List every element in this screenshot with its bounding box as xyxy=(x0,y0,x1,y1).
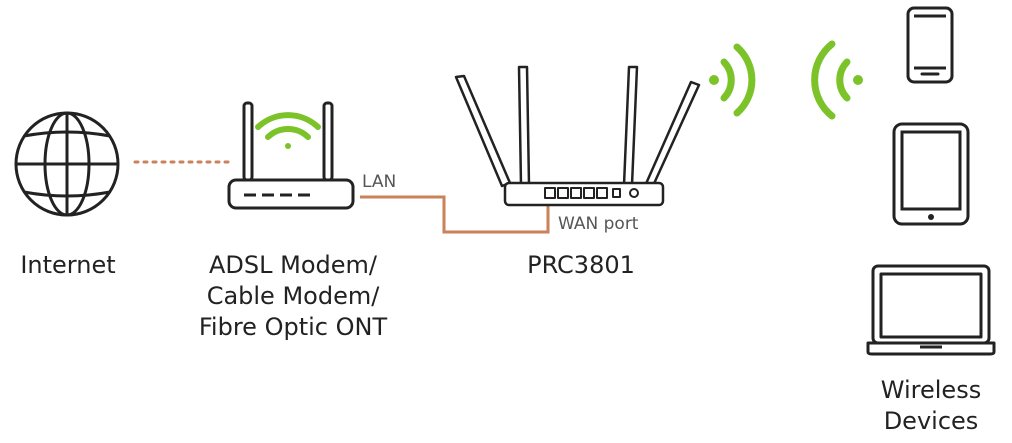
phone-icon xyxy=(906,6,954,84)
modem-label-line3: Fibre Optic ONT xyxy=(199,313,388,341)
modem-label-line1: ADSL Modem/ xyxy=(209,251,378,279)
lan-cable xyxy=(360,195,550,234)
lan-label: LAN xyxy=(362,172,396,192)
wifi-signal-icon xyxy=(811,40,863,120)
wireless-devices-label-line2: Devices xyxy=(884,407,979,435)
laptop-icon xyxy=(866,264,996,356)
internet-label: Internet xyxy=(20,251,115,279)
router-icon xyxy=(454,65,701,207)
modem-icon xyxy=(227,101,355,210)
wifi-signal-icon xyxy=(709,43,756,117)
globe-icon xyxy=(14,111,120,217)
wireless-devices-label-line1: Wireless xyxy=(881,376,981,404)
router-label: PRC3801 xyxy=(527,251,635,279)
wifi-signal-icon xyxy=(255,112,321,149)
wan-port-label: WAN port xyxy=(558,214,639,234)
modem-label-line2: Cable Modem/ xyxy=(207,282,381,310)
tablet-icon xyxy=(892,122,970,226)
